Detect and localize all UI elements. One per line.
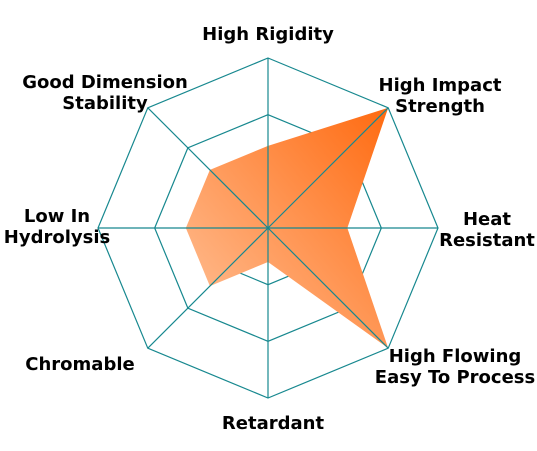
axis-label-4: Retardant <box>222 413 325 434</box>
axis-label-6-line-1: Hydrolysis <box>4 227 110 248</box>
axis-label-5: Chromable <box>25 354 134 375</box>
spoke-3 <box>267 227 389 349</box>
axis-label-6-line-0: Low In <box>24 206 90 227</box>
axis-label-1-line-1: Strength <box>395 96 485 117</box>
axis-label-3-line-1: Easy To Process <box>375 367 535 388</box>
axis-label-0: High Rigidity <box>202 24 334 45</box>
axis-label-1-line-0: High Impact <box>379 75 502 96</box>
axis-label-2-line-0: Heat <box>463 209 511 230</box>
axis-label-7-line-1: Stability <box>62 93 148 114</box>
axis-label-3-line-0: High Flowing <box>389 346 522 367</box>
spoke-5 <box>147 227 269 349</box>
axis-label-5-line-0: Chromable <box>25 354 134 375</box>
axis-label-4-line-0: Retardant <box>222 413 325 434</box>
axis-label-7-line-0: Good Dimension <box>22 72 188 93</box>
spoke-7 <box>147 107 269 229</box>
radar-spokes <box>98 58 438 398</box>
spoke-1 <box>267 107 389 229</box>
axis-label-0-line-0: High Rigidity <box>202 24 334 45</box>
axis-label-2-line-1: Resistant <box>439 230 535 251</box>
